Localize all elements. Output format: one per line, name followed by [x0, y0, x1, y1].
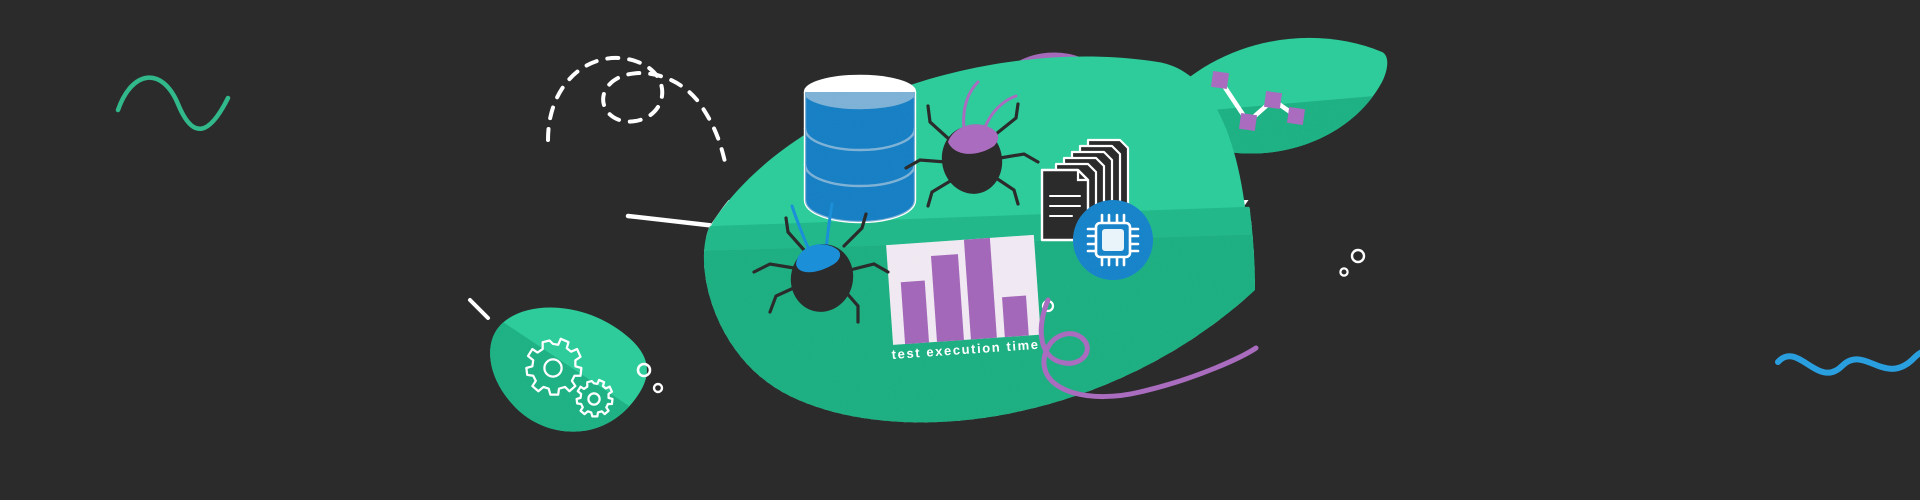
bar-chart-icon: test execution time	[886, 234, 1041, 362]
dashed-loop-decoration	[546, 55, 728, 168]
line-chart-icon	[1210, 70, 1306, 132]
leaf-stem	[468, 298, 490, 320]
line-chart-marker	[1286, 106, 1306, 126]
gear-large-icon	[525, 337, 583, 396]
small-circle-decoration-3	[636, 362, 652, 378]
database-cylinder-icon	[803, 74, 917, 224]
small-circle-decoration-1	[1350, 248, 1366, 264]
bug-icon-purple	[904, 80, 1040, 208]
white-stem-decoration	[625, 213, 719, 229]
bug-icon-blue	[752, 202, 890, 324]
small-circle-decoration-4	[652, 382, 664, 394]
cpu-chip-icon	[1073, 200, 1153, 280]
blue-wave-decoration	[1775, 349, 1920, 376]
gear-small-icon	[575, 378, 614, 418]
green-wave-decoration	[115, 75, 231, 131]
purple-curl-decoration	[1038, 297, 1259, 400]
small-circle-decoration-2	[1339, 267, 1349, 277]
line-chart-marker	[1210, 70, 1230, 90]
line-chart-marker	[1263, 90, 1283, 110]
line-chart-marker	[1238, 112, 1258, 132]
